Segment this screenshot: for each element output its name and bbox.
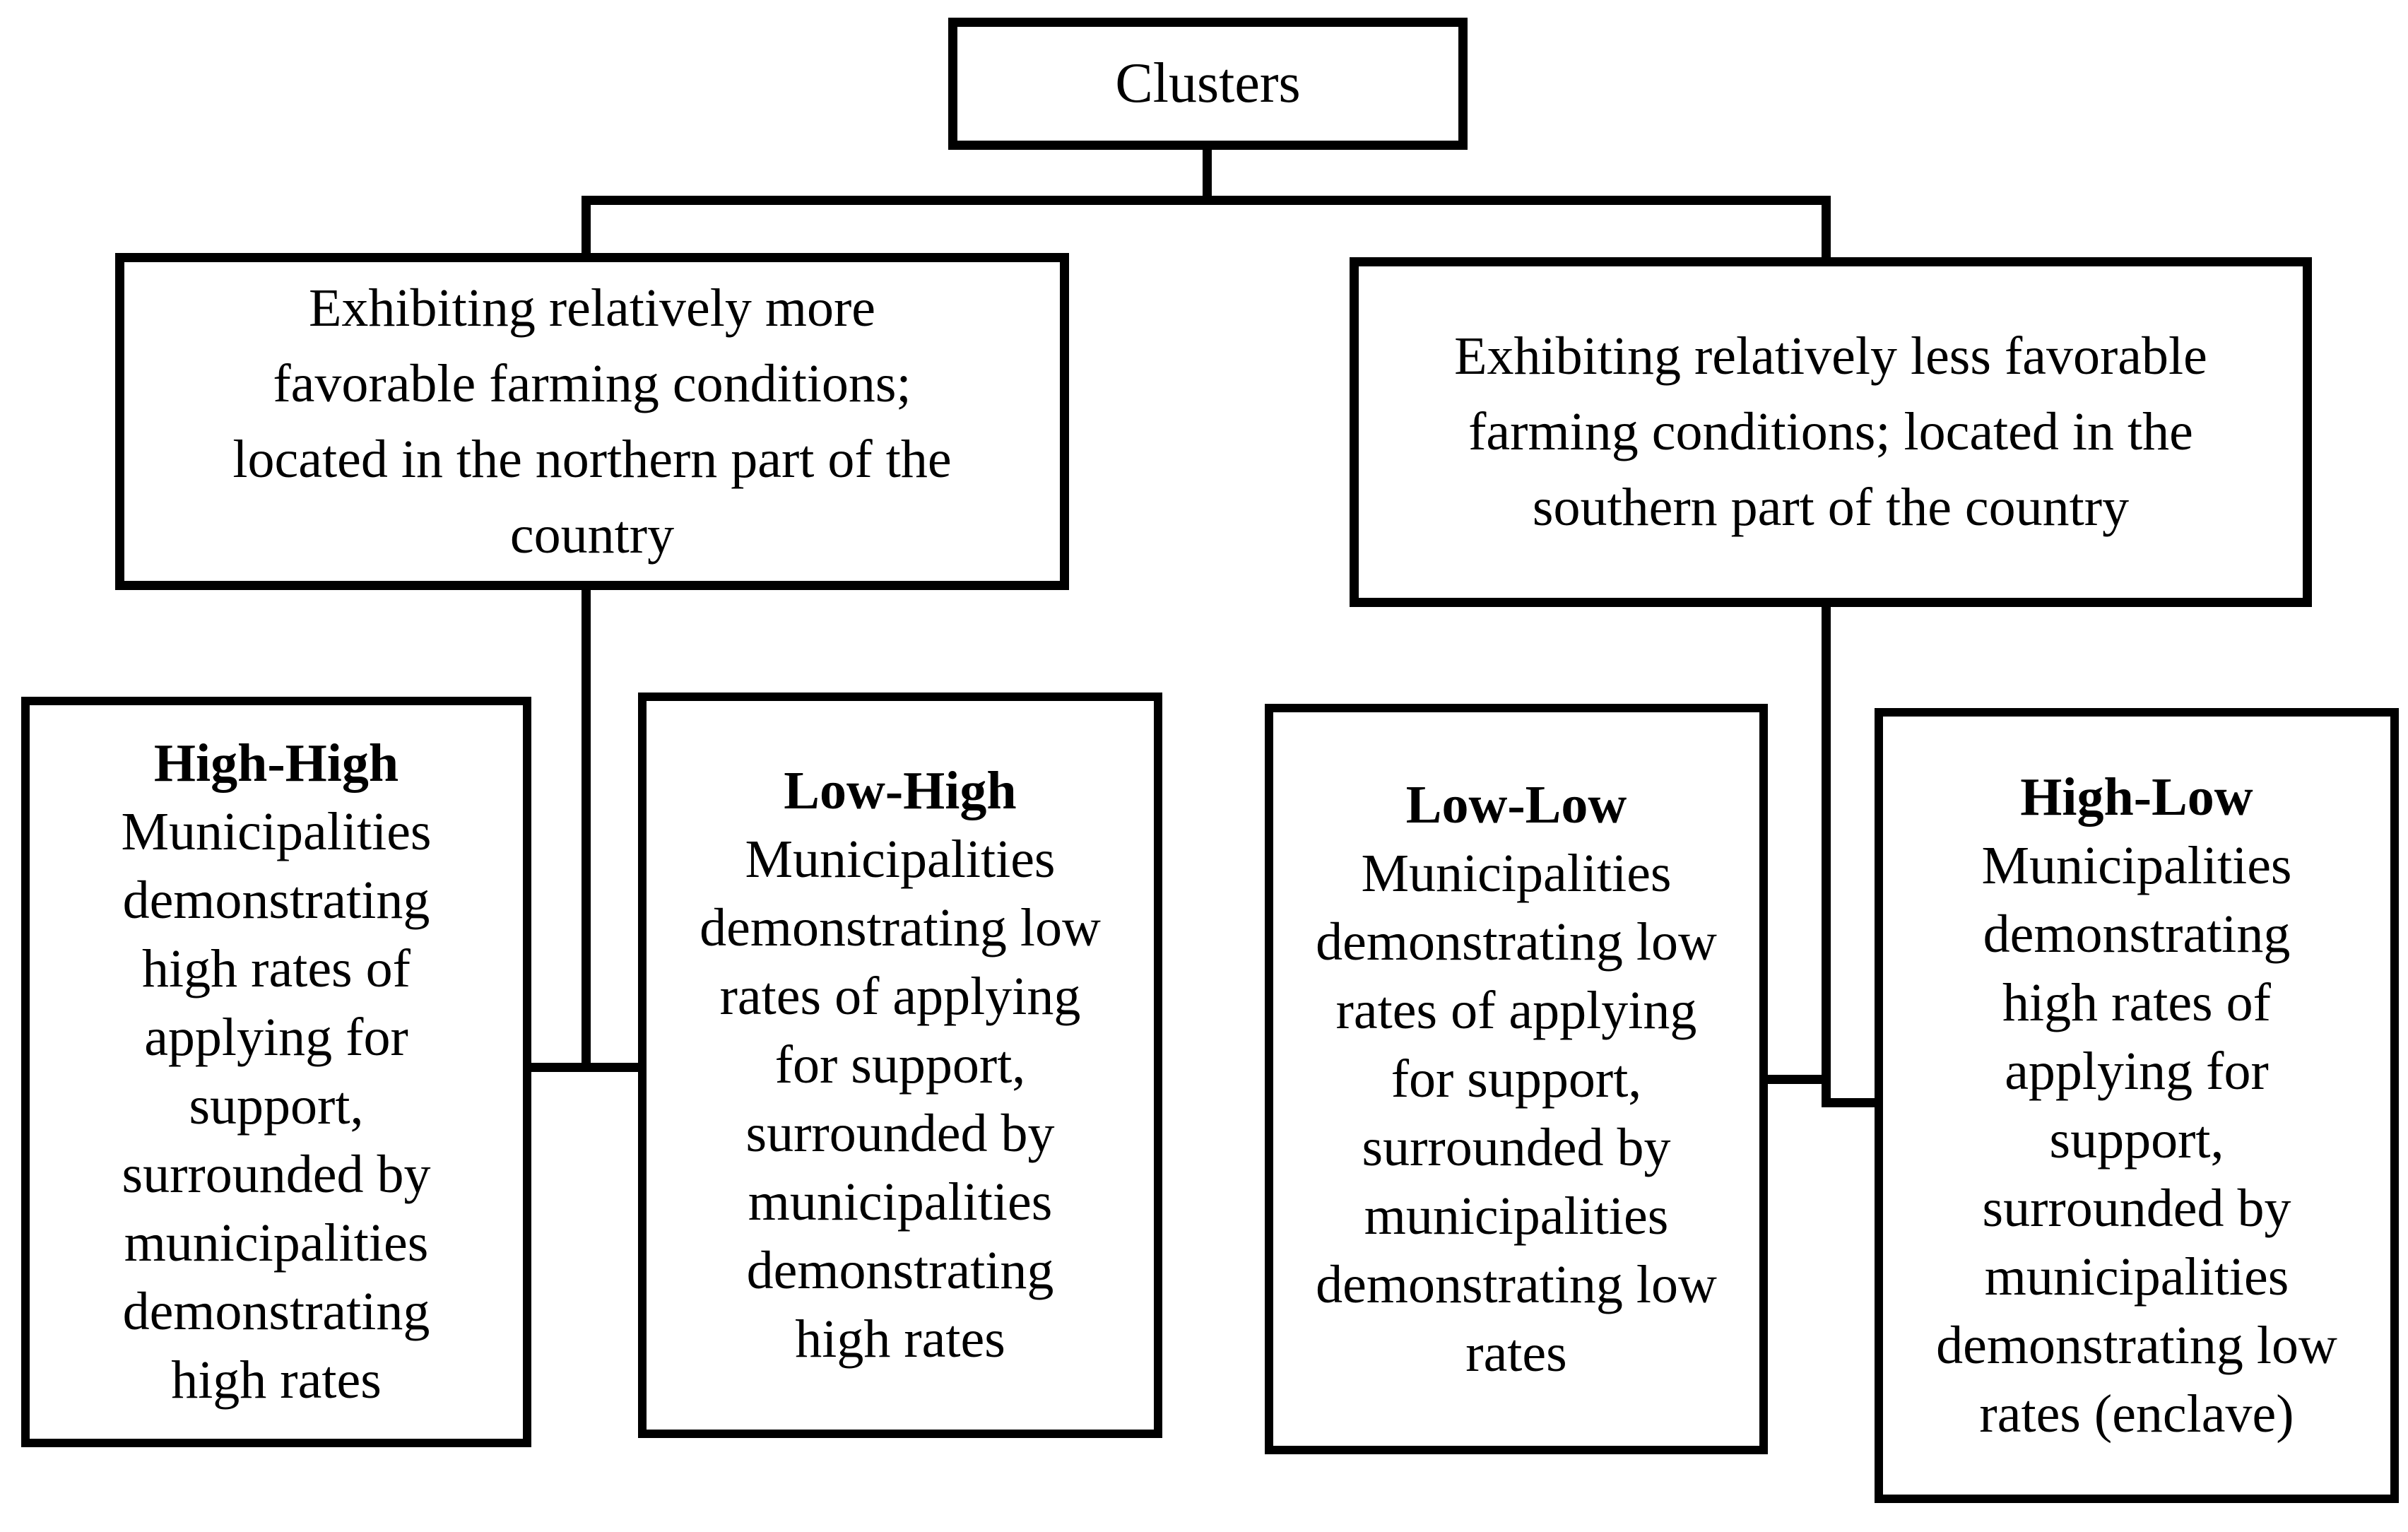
node-high-high-title: High-High — [153, 733, 399, 793]
connector-right-branch-bottom — [1822, 603, 1831, 1107]
connector-low-low-stub — [1762, 1075, 1831, 1084]
connector-left-branch-top — [582, 196, 591, 256]
connector-root-vertical — [1203, 148, 1212, 205]
node-low-high-title: Low-High — [784, 761, 1017, 820]
connector-left-leaves-stub — [523, 1063, 647, 1072]
connector-left-branch-bottom — [582, 587, 591, 1072]
node-low-low-title: Low-Low — [1405, 774, 1627, 835]
node-clusters: Clusters — [948, 18, 1468, 150]
node-clusters-label: Clusters — [1115, 52, 1301, 114]
connector-main-horizontal — [582, 196, 1831, 205]
connector-high-low-stub — [1822, 1098, 1885, 1107]
node-high-low-title: High-Low — [2020, 767, 2253, 827]
connector-right-branch-top — [1822, 196, 1831, 259]
